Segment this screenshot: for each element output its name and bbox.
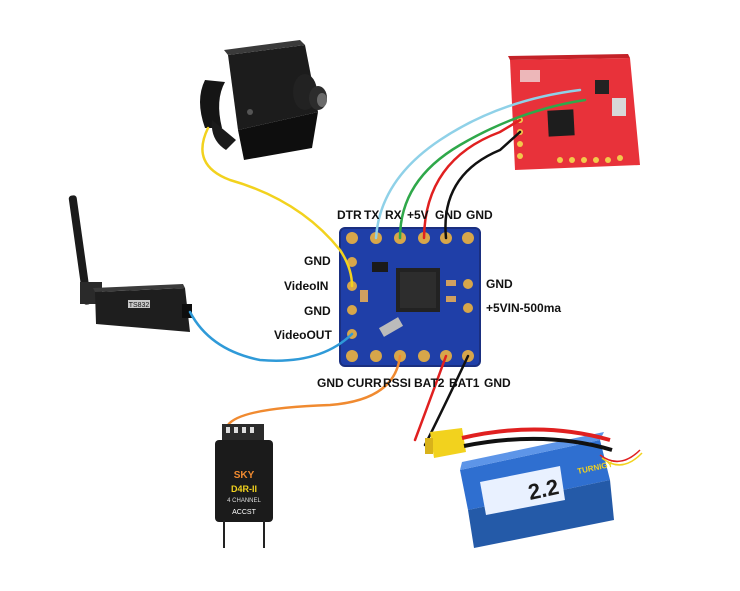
pin-label-gnd-top-2: GND	[466, 208, 493, 222]
receiver-model: D4R-II	[231, 484, 257, 494]
pin-label-video-out: VideoOUT	[274, 328, 332, 342]
rssi-wire	[226, 354, 402, 427]
pin-label-gnd-right: GND	[486, 277, 513, 291]
transmitter-model-label: TS832	[129, 302, 150, 309]
video-in-wire	[201, 126, 354, 288]
pin-label-gnd-left-1: GND	[304, 254, 331, 268]
v5-wire	[422, 118, 522, 240]
battery-label: 2.2	[526, 474, 561, 505]
bat1-wire	[413, 354, 448, 442]
rx-wire	[398, 98, 587, 240]
flight-controller-board	[508, 54, 640, 170]
pin-label-tx: TX	[364, 208, 380, 222]
lipo-battery: 2.2 TURNIGY	[425, 427, 643, 548]
pin-label-gnd-bottom-2: GND	[484, 376, 511, 390]
gnd-wire	[444, 130, 522, 240]
wires	[188, 88, 587, 447]
minim-osd-board	[339, 227, 481, 367]
pin-label-curr: CURR	[347, 376, 382, 390]
tx-wire	[374, 88, 582, 240]
pin-label-5vin: +5VIN-500ma	[486, 301, 562, 315]
pin-label-rssi: RSSI	[383, 376, 412, 390]
video-out-wire	[188, 310, 354, 362]
bat-gnd-wire	[423, 354, 470, 447]
pin-label-gnd-top-1: GND	[435, 208, 462, 222]
pin-label-video-in: VideoIN	[284, 279, 329, 293]
pin-label-bat1: BAT1	[449, 376, 480, 390]
receiver-subtitle: 4 CHANNEL	[227, 498, 261, 504]
rc-receiver: SKY D4R-II 4 CHANNEL ACCST	[215, 424, 273, 548]
fpv-camera	[200, 40, 327, 160]
pin-label-5v: +5V	[407, 208, 429, 222]
pin-label-dtr: DTR	[337, 208, 362, 222]
receiver-tag: ACCST	[232, 509, 256, 516]
pin-label-gnd-bottom-1: GND	[317, 376, 344, 390]
pin-label-rx: RX	[385, 208, 402, 222]
video-transmitter: TS832	[68, 195, 192, 332]
pin-label-gnd-left-2: GND	[304, 304, 331, 318]
receiver-brand: SKY	[234, 470, 255, 481]
pin-label-bat2: BAT2	[414, 376, 445, 390]
